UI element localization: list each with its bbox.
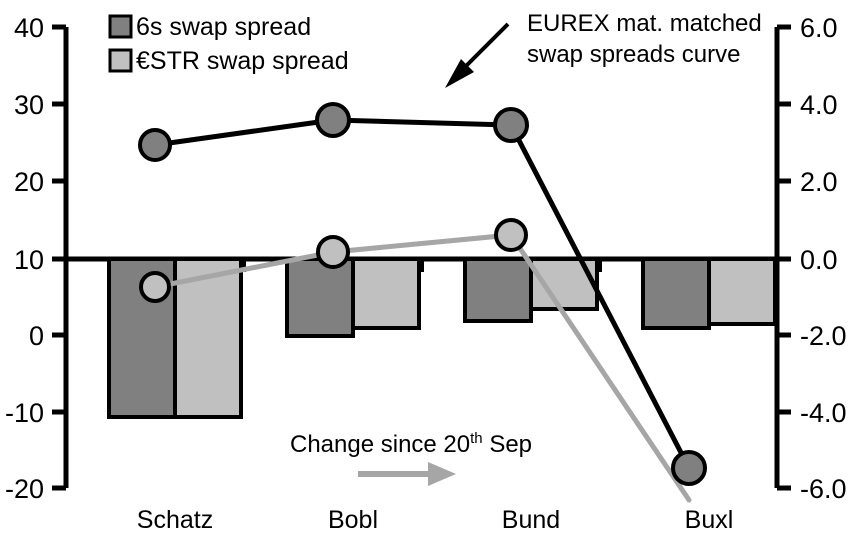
change-annotation-text: Change since 20th Sep [290,430,532,458]
legend-label-6s: 6s swap spread [136,13,311,41]
change-annotation-prefix: Change since 20 [290,431,470,458]
bar-estr-bobl[interactable] [351,257,421,330]
right-axis-tick-2: 2.0 [800,167,838,197]
category-label-buxl: Buxl [685,506,734,534]
legend: 6s swap spread €STR swap spread [108,13,349,75]
change-annotation: Change since 20th Sep [290,430,532,486]
bar-6s-bobl[interactable] [285,257,355,338]
change-annotation-arrow-head [428,462,456,486]
change-annotation-sup: th [470,430,483,447]
legend-swatch-estr [108,48,133,73]
category-label-schatz: Schatz [137,506,213,534]
category-label-bobl: Bobl [328,506,378,534]
category-label-bund: Bund [502,506,560,534]
eurex-annotation-arrow-head [445,59,474,88]
eurex-annotation: EUREX mat. matched swap spreads curve [445,10,762,88]
bar-6s-bund[interactable] [463,257,533,323]
eurex-annotation-arrow-shaft [458,22,510,74]
left-axis-tick-0: 40 [14,13,44,43]
left-axis-tick-6: -20 [5,474,44,504]
change-since-line [152,232,692,503]
left-axis-tick-1: 30 [14,90,44,120]
change-since-markers [139,218,528,303]
right-axis-tick-5: -4.0 [800,398,847,428]
right-axis-tick-3: 0.0 [800,245,838,275]
right-axis-tick-4: -2.0 [800,321,847,351]
left-axis-tick-5: -10 [5,398,44,428]
eurex-curve-markers [138,102,707,486]
left-axis-tick-2: 20 [14,167,44,197]
right-axis-tick-0: 6.0 [800,13,838,43]
left-axis-tick-3: 10 [14,245,44,275]
right-axis [774,24,791,491]
bar-estr-schatz[interactable] [173,257,243,419]
legend-label-estr: €STR swap spread [136,47,349,75]
eurex-curve-line [152,117,692,471]
eurex-annotation-line1: EUREX mat. matched [527,10,762,37]
legend-swatch-6s [108,14,133,39]
eurex-annotation-line2: swap spreads curve [527,41,740,68]
right-axis-tick-6: -6.0 [800,474,847,504]
bar-6s-buxl[interactable] [641,257,711,330]
left-axis [52,24,69,491]
left-axis-tick-4: 0 [29,321,44,351]
right-axis-tick-1: 4.0 [800,90,838,120]
bar-estr-buxl[interactable] [707,257,777,326]
change-annotation-suffix: Sep [483,431,532,458]
